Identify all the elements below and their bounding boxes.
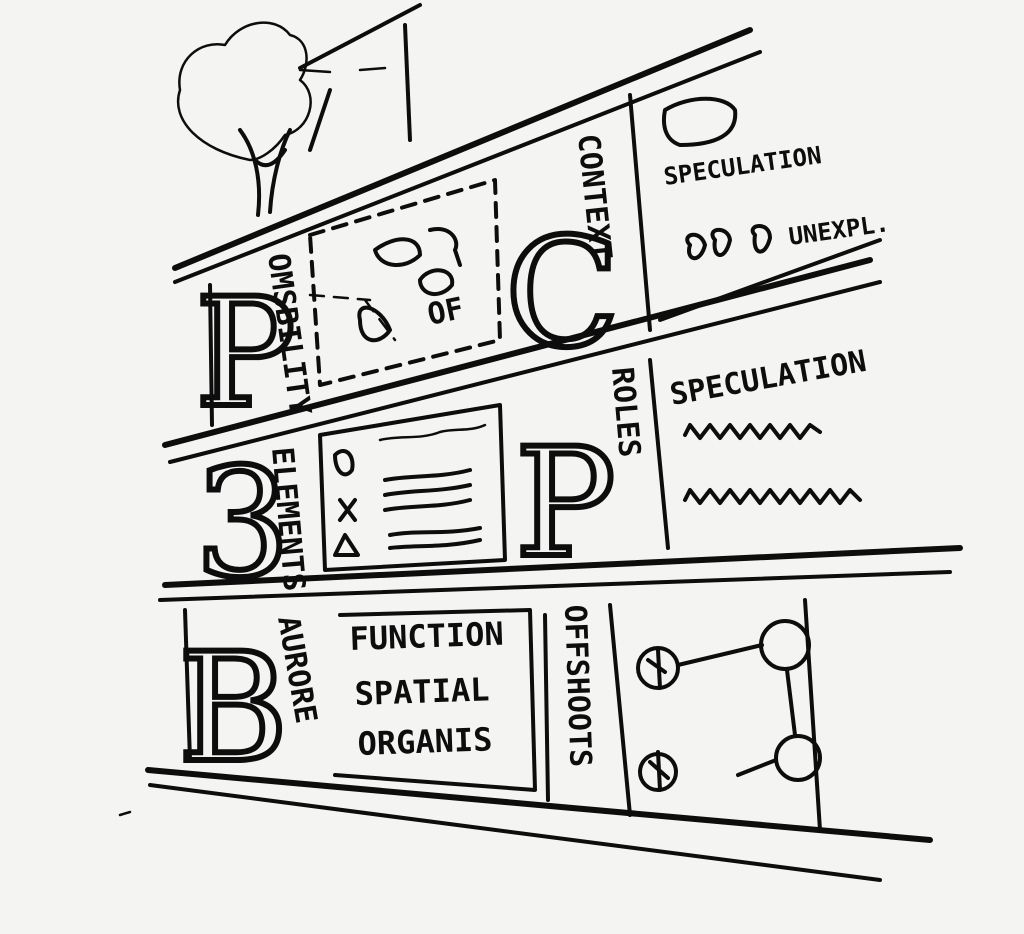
bottom-panel-line1: FUNCTION [349, 615, 504, 658]
floor-lines [118, 27, 963, 882]
middle-bordered-panel [318, 403, 507, 572]
bottom-vertical-label-offshoots: OFFSHOOTS [557, 604, 598, 768]
top-letter-c: C [505, 207, 620, 381]
roof-lines [298, 3, 422, 152]
middle-numeral-3: 3 [195, 437, 290, 611]
top-dashed-panel: OF [308, 178, 502, 387]
middle-right-panel: SPECULATION [667, 344, 869, 505]
tree-sketch [176, 21, 312, 217]
top-panel-line1: SPECULATION [662, 141, 823, 191]
diagram-node [774, 734, 822, 782]
top-letter-p: P [195, 267, 296, 441]
bottom-panel-line2: SPATIAL [354, 670, 490, 713]
middle-panel-line1: SPECULATION [667, 344, 869, 413]
vertical-dividers [183, 93, 822, 832]
bottom-tier: B AURORE FUNCTION SPATIAL ORGANIS OFFSHO… [175, 604, 822, 799]
bottom-node-diagram [636, 619, 822, 792]
bottom-center-panel: FUNCTION SPATIAL ORGANIS [333, 608, 537, 792]
bottom-letter-b: B [178, 622, 288, 796]
middle-letter-p: P [515, 417, 616, 591]
diagram-node [759, 619, 811, 671]
middle-vertical-label-roles: ROLES [604, 366, 647, 459]
top-tier: P OMSBILITY OF C CONTEXT SPECULATION UNE… [192, 96, 891, 444]
top-panel-line2: UNEXPL. [787, 209, 891, 251]
top-dashed-label: OF [424, 291, 467, 333]
bottom-panel-line3: ORGANIS [357, 720, 493, 763]
